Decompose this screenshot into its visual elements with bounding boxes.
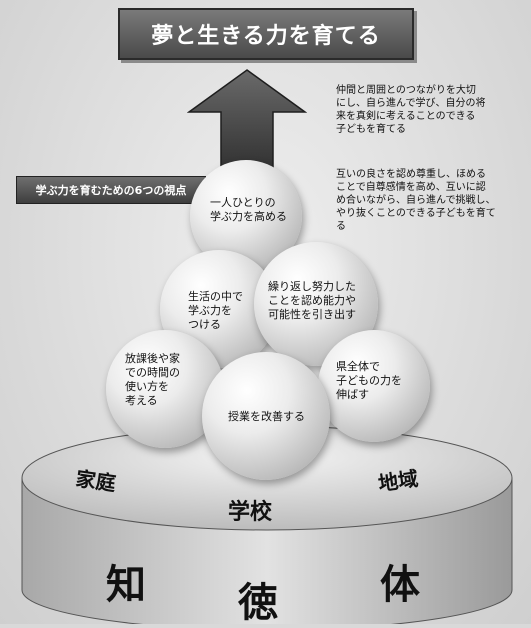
pillar-knowledge: 知 (106, 561, 146, 608)
six-viewpoints-label: 学ぶ力を育むための6つの視点 (16, 176, 206, 204)
sphere-bottom-center-text: 授業を改善する (228, 410, 305, 423)
sphere-bottom-left-text: 放課後や家 での時間の 使い方を 考える (125, 352, 180, 407)
base-label-school: 学校 (228, 499, 273, 525)
pillar-virtue: 徳 (238, 579, 278, 626)
title-banner: 夢と生きる力を育てる (118, 8, 414, 60)
goal-note-2: 互いの良さを認め尊重し、ほめる ことで自尊感情を高め、互いに認 め合いながら、自… (336, 169, 496, 232)
title-text: 夢と生きる力を育てる (151, 24, 381, 49)
base-label-home: 家庭 (74, 466, 118, 496)
sphere-bottom-center (202, 352, 330, 480)
six-viewpoints-text: 学ぶ力を育むための6つの視点 (35, 184, 187, 197)
goal-note-1: 仲間と周囲とのつながりを大切 にし、自ら進んで学び、自分の将 来を真剣に考えるこ… (336, 85, 486, 135)
sphere-mid-right-text: 繰り返し努力した ことを認め能力や 可能性を引き出す (268, 280, 356, 321)
sphere-bottom-right (318, 330, 430, 442)
pillar-body: 体 (380, 561, 420, 608)
sphere-bottom-right-text: 県全体で 子どもの力を 伸ばす (336, 360, 402, 401)
base-label-community: 地域 (376, 466, 420, 496)
sphere-top-text: 一人ひとりの 学ぶ力を高める (210, 196, 287, 223)
sphere-mid-left-text: 生活の中で 学ぶ力を つける (188, 290, 243, 331)
